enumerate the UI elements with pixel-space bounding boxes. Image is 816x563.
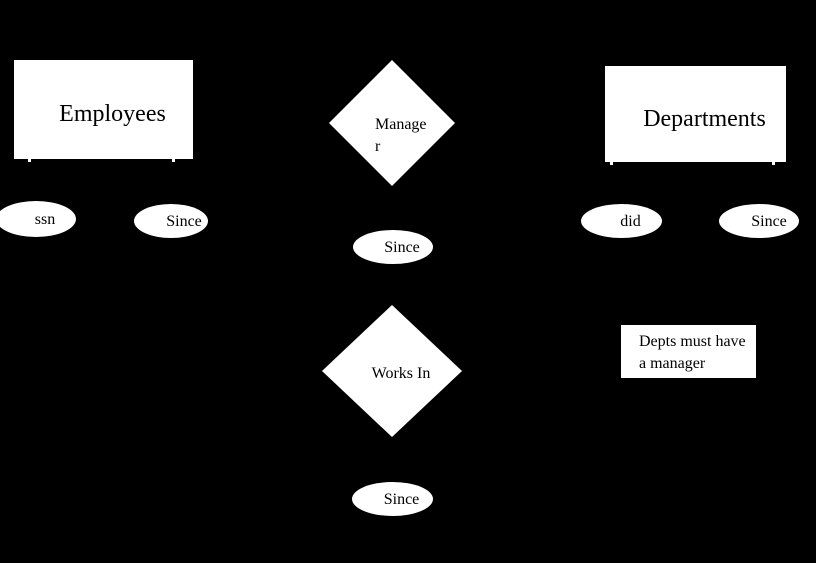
attribute-departments-since-label: Since: [751, 213, 787, 230]
attribute-departments-since-ellipse[interactable]: Since: [719, 204, 799, 238]
relationship-manager-label: Manage r: [375, 114, 427, 158]
attribute-ssn-label: ssn: [34, 211, 56, 228]
attribute-did-label: did: [620, 213, 641, 230]
entity-employees[interactable]: Employees: [14, 60, 193, 159]
note-line2: a manager: [639, 355, 706, 372]
connector-stub-employees-right: [172, 158, 175, 162]
relationship-manager-label-line1: Manage: [375, 116, 427, 133]
note-line1: Depts must have: [639, 333, 746, 350]
relationship-works-in-diamond[interactable]: Works In: [322, 305, 462, 437]
connector-stub-employees-left: [28, 158, 31, 162]
connector-stub-departments-left: [610, 161, 613, 165]
attribute-manager-since-label: Since: [384, 239, 420, 256]
relationship-works-in-label: Works In: [371, 365, 431, 382]
attribute-works-in-since-ellipse[interactable]: Since: [352, 482, 433, 516]
attribute-employees-since-label: Since: [166, 213, 202, 230]
attribute-employees-since-ellipse[interactable]: Since: [134, 204, 208, 238]
note-depts-must-have-manager[interactable]: Depts must have a manager: [621, 325, 756, 378]
entity-employees-label: Employees: [59, 101, 166, 127]
attribute-works-in-since-label: Since: [383, 491, 420, 508]
connector-stub-departments-right: [772, 161, 775, 165]
attribute-did-ellipse[interactable]: did: [581, 204, 662, 238]
entity-departments-label: Departments: [643, 105, 766, 132]
relationship-manager-label-line2: r: [375, 138, 381, 155]
attribute-manager-since-ellipse[interactable]: Since: [353, 230, 433, 264]
attribute-ssn-ellipse[interactable]: ssn: [0, 201, 76, 237]
relationship-manager-diamond[interactable]: Manage r: [329, 60, 455, 186]
entity-departments[interactable]: Departments: [605, 66, 786, 162]
